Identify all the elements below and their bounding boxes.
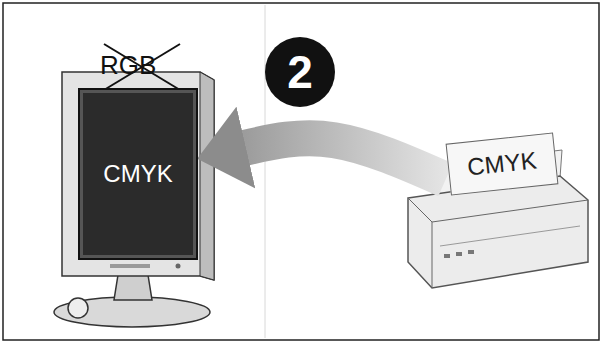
printer-edge xyxy=(432,222,433,288)
printer-button xyxy=(456,252,462,256)
printer-button xyxy=(468,250,474,254)
callout-circle: 2 xyxy=(264,36,336,108)
crossed-label: RGB xyxy=(100,50,156,81)
flow-arrow xyxy=(243,138,446,179)
monitor-base xyxy=(54,297,210,327)
monitor-power-light xyxy=(176,264,181,269)
monitor-screen: CMYK xyxy=(78,88,198,260)
frame-border xyxy=(3,3,599,340)
monitor-neck xyxy=(114,275,152,300)
printer-edge xyxy=(408,198,588,222)
printer-button xyxy=(444,254,450,258)
node-text: 2 xyxy=(287,45,313,99)
monitor-side xyxy=(200,72,214,280)
divider-line xyxy=(265,5,266,338)
node-text: CMYK xyxy=(466,146,538,181)
monitor-knob xyxy=(68,298,88,318)
circle-fill xyxy=(265,37,335,107)
monitor-buttons xyxy=(110,264,150,268)
monitor-bezel xyxy=(62,72,214,280)
node-text: CMYK xyxy=(103,160,172,188)
printer-panel xyxy=(440,226,580,246)
